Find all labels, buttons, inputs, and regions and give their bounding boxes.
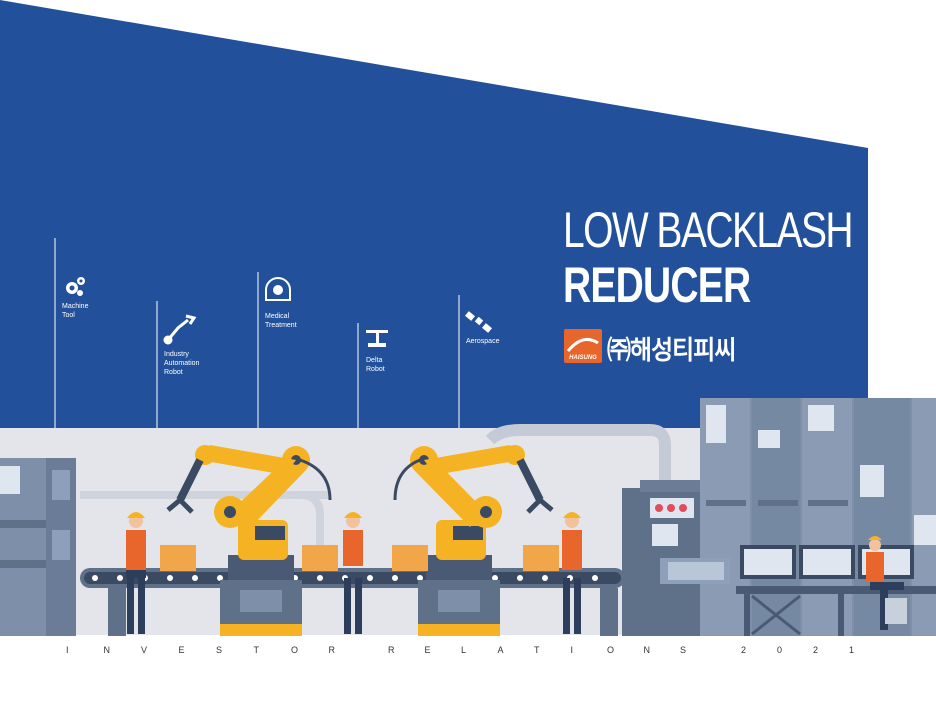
satellite-icon — [465, 311, 492, 333]
logo-mark-icon — [566, 337, 599, 352]
worker — [562, 512, 582, 634]
footer-letter: 2 — [741, 645, 747, 655]
right-server-cabinets — [700, 398, 936, 636]
category-industry-automation-robot: Industry Automation Robot — [164, 351, 200, 376]
company-logo: HAISUNG — [564, 329, 602, 363]
footer-letter: L — [461, 645, 467, 655]
footer-letter: O — [607, 645, 615, 655]
footer-letter: 1 — [849, 645, 855, 655]
footer-letter: A — [497, 645, 504, 655]
title-line-1: LOW BACKLASH — [563, 202, 854, 258]
robot-arm — [166, 445, 332, 580]
footer-letter: 2 — [813, 645, 819, 655]
category-delta-robot: Delta Robot — [366, 357, 385, 373]
robot-arm-icon — [163, 314, 197, 345]
footer-letter: 0 — [777, 645, 783, 655]
control-panel — [622, 480, 730, 636]
footer-letter: S — [680, 645, 687, 655]
blue-banner — [0, 0, 868, 430]
title-line-2: REDUCER — [563, 257, 751, 313]
worker — [126, 512, 146, 634]
footer-letter: O — [291, 645, 299, 655]
footer-letter: I — [570, 645, 574, 655]
footer-letter: R — [328, 645, 336, 655]
footer-letter: N — [103, 645, 111, 655]
robot-arm — [393, 445, 554, 580]
robot-base — [220, 580, 500, 636]
category-aerospace: Aerospace — [466, 338, 500, 345]
footer-letter: R — [388, 645, 395, 655]
left-server-cabinet — [0, 458, 76, 636]
footer-letter: S — [216, 645, 223, 655]
footer-letter: T — [253, 645, 260, 655]
category-medical-treatment: Medical Treatment — [265, 313, 297, 329]
footer-letter: E — [178, 645, 185, 655]
delta-robot-icon — [366, 330, 388, 347]
operator-desk — [736, 536, 936, 636]
footer-letter: T — [534, 645, 540, 655]
worker — [343, 512, 363, 634]
category-machine-tool: Machine Tool — [62, 303, 89, 319]
footer-letter: N — [643, 645, 651, 655]
footer-letter: V — [141, 645, 148, 655]
footer-letter: I — [66, 645, 69, 655]
medical-scanner-icon — [265, 277, 291, 301]
logo-text: HAISUNG — [569, 355, 597, 361]
footer-letter: E — [424, 645, 431, 655]
company-name: ㈜해성티피씨 — [607, 336, 736, 366]
cardboard-box — [160, 545, 559, 571]
gear-icon — [66, 277, 85, 296]
